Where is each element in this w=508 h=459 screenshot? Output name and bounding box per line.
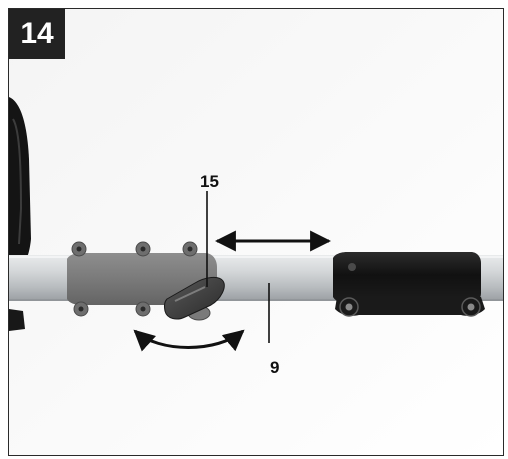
wing-knob xyxy=(163,276,225,321)
callout-label-knob: 15 xyxy=(200,172,219,191)
rotation-arrow xyxy=(133,329,245,352)
handle-clamp xyxy=(333,252,485,317)
callout-label-shaft: 9 xyxy=(270,358,280,377)
figure-frame: 14 15 9 xyxy=(8,8,504,456)
assembly-photo xyxy=(9,9,503,455)
housing-clip xyxy=(9,309,25,331)
figure-number-badge: 14 xyxy=(9,9,65,59)
